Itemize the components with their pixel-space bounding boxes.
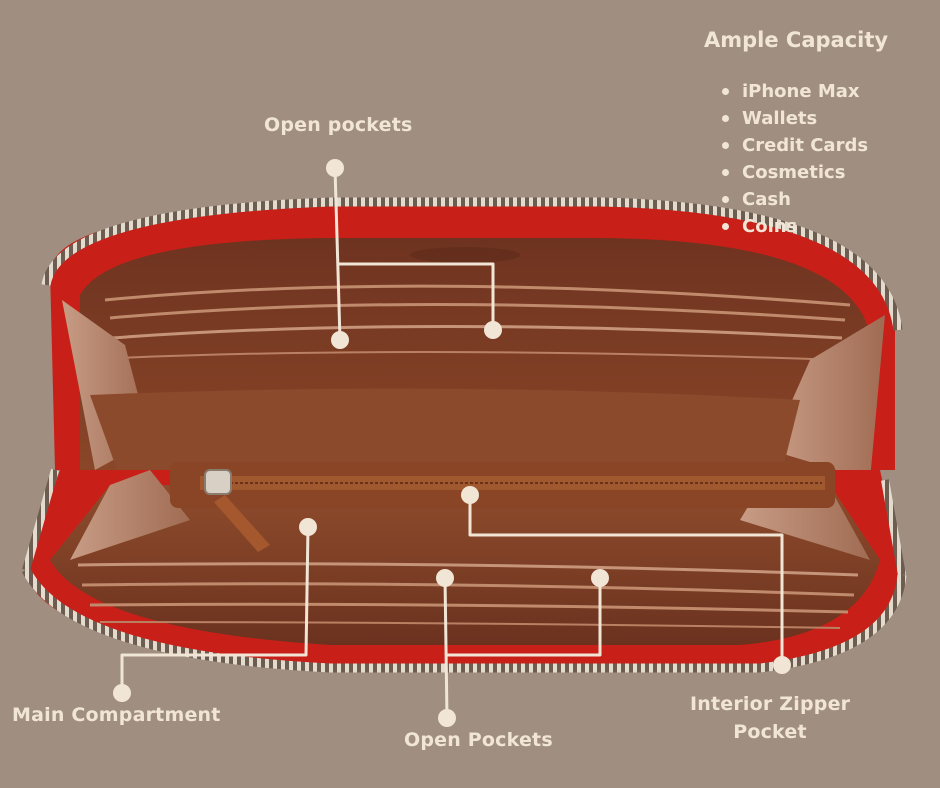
list-item: Cash	[720, 186, 868, 213]
list-item: iPhone Max	[720, 78, 868, 105]
bullet-icon	[722, 142, 729, 149]
list-item: Wallets	[720, 105, 868, 132]
bullet-icon	[722, 223, 729, 230]
bullet-icon	[722, 196, 729, 203]
bullet-icon	[722, 115, 729, 122]
callout-main-compartment: Main Compartment	[12, 704, 221, 726]
callout-interior-zipper-pocket: Interior Zipper Pocket	[690, 693, 851, 743]
capacity-list: iPhone Max Wallets Credit Cards Cosmetic…	[720, 78, 868, 240]
callout-open-pockets-bottom: Open Pockets	[404, 729, 553, 751]
callout-open-pockets-top: Open pockets	[264, 114, 413, 136]
bullet-icon	[722, 88, 729, 95]
capacity-title: Ample Capacity	[704, 28, 889, 52]
list-item: Cosmetics	[720, 159, 868, 186]
wallet-middle-divider	[90, 388, 800, 480]
bullet-icon	[722, 169, 729, 176]
list-item: Coins	[720, 213, 868, 240]
list-item: Credit Cards	[720, 132, 868, 159]
